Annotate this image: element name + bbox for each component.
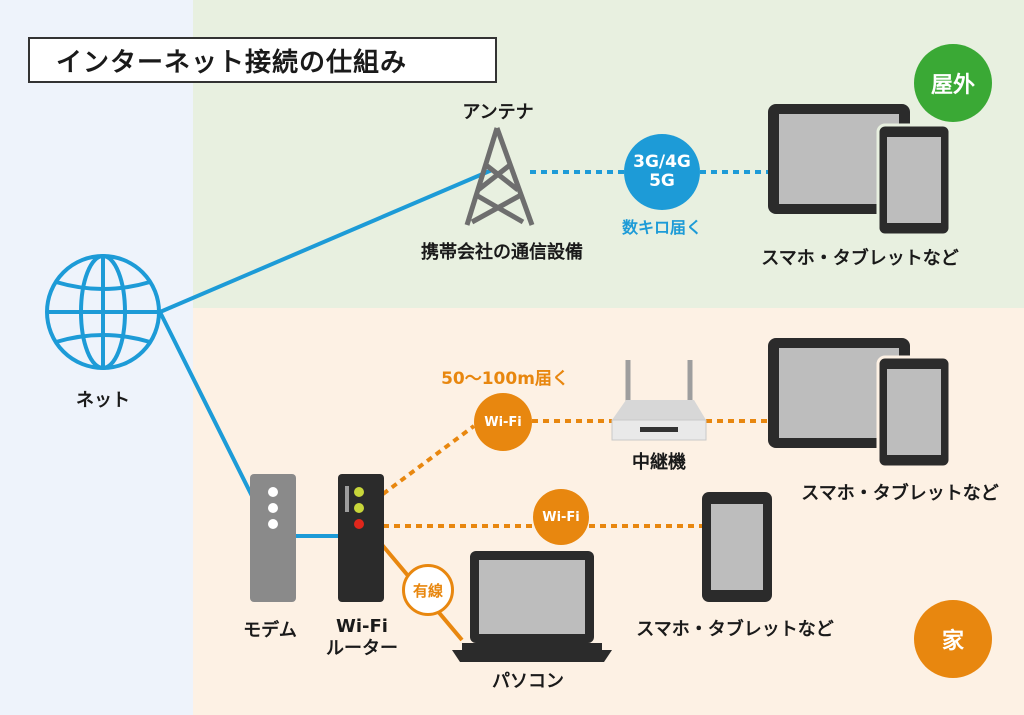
home-devices-label-2: スマホ・タブレットなど (636, 619, 834, 640)
page-title: インターネット接続の仕組み (28, 37, 497, 83)
router-label: Wi-Fi ルーター (326, 616, 398, 660)
carrier-facility-label: 携帯会社の通信設備 (421, 242, 583, 263)
router-label-line2: ルーター (326, 638, 398, 659)
home-badge: 家 (914, 600, 992, 678)
outdoor-range-label: 数キロ届く (621, 218, 703, 237)
net-label: ネット (76, 390, 130, 411)
home-tablet-icon (702, 492, 772, 602)
wired-badge: 有線 (402, 564, 454, 616)
wifi-badge-tablet: Wi-Fi (533, 489, 589, 545)
net-to-modem-line (158, 311, 260, 509)
outdoor-small-tablet-icon (876, 123, 952, 237)
mobile-network-line1: 3G/4G (633, 152, 691, 172)
pc-label: パソコン (492, 671, 564, 692)
home-range-label: 50〜100m届く (441, 369, 569, 389)
outdoor-devices-label: スマホ・タブレットなど (761, 248, 959, 269)
net-to-antenna-line (159, 168, 493, 314)
outdoor-badge: 屋外 (914, 44, 992, 122)
home-devices-label-1: スマホ・タブレットなど (801, 483, 999, 504)
router-label-line1: Wi-Fi (336, 616, 388, 637)
home-small-tablet-icon (876, 355, 952, 469)
net-region (0, 0, 193, 715)
antenna-label: アンテナ (462, 102, 534, 123)
repeater-label: 中継機 (632, 452, 686, 473)
antenna-tower-icon (464, 127, 535, 226)
repeater-icon (611, 360, 707, 441)
wifi-router-icon (338, 474, 384, 602)
mobile-network-badge: 3G/4G 5G (624, 134, 700, 210)
globe-icon (45, 254, 161, 370)
modem-label: モデム (243, 620, 297, 641)
wifi-badge-repeater: Wi-Fi (474, 393, 532, 451)
laptop-icon (452, 551, 612, 662)
router-to-wifi1-dotted-line (381, 424, 476, 496)
modem-icon (250, 474, 296, 602)
mobile-network-line2: 5G (649, 171, 675, 191)
